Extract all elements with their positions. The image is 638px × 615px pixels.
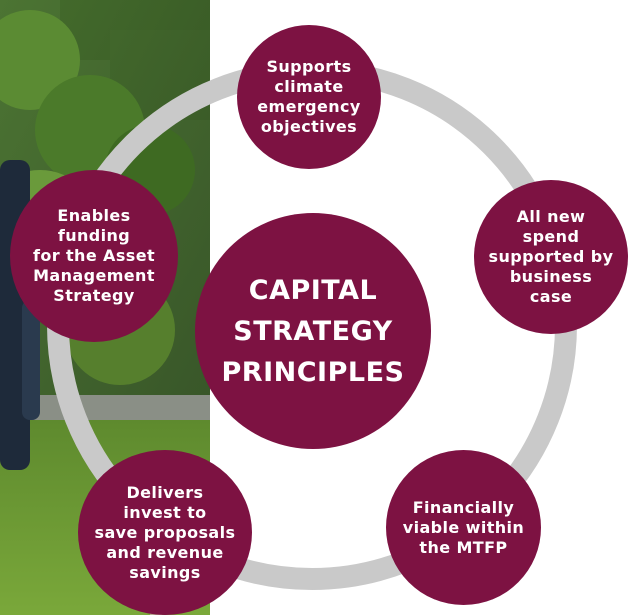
principle-node-business-case: All new spend supported by business case xyxy=(474,180,628,334)
center-node: CAPITAL STRATEGY PRINCIPLES xyxy=(195,213,431,449)
principle-label: Delivers invest to save proposals and re… xyxy=(94,482,236,582)
principle-node-invest-to-save: Delivers invest to save proposals and re… xyxy=(78,450,252,615)
principle-node-climate: Supports climate emergency objectives xyxy=(237,25,381,169)
principle-label: Enables funding for the Asset Management… xyxy=(32,206,155,305)
principle-label: All new spend supported by business case xyxy=(488,207,614,306)
principle-node-mtfp: Financially viable within the MTFP xyxy=(386,450,541,605)
principle-label: Supports climate emergency objectives xyxy=(257,57,361,136)
principle-node-asset-management: Enables funding for the Asset Management… xyxy=(10,170,178,342)
center-label: CAPITAL STRATEGY PRINCIPLES xyxy=(221,274,405,388)
principle-label: Financially viable within the MTFP xyxy=(402,497,525,557)
